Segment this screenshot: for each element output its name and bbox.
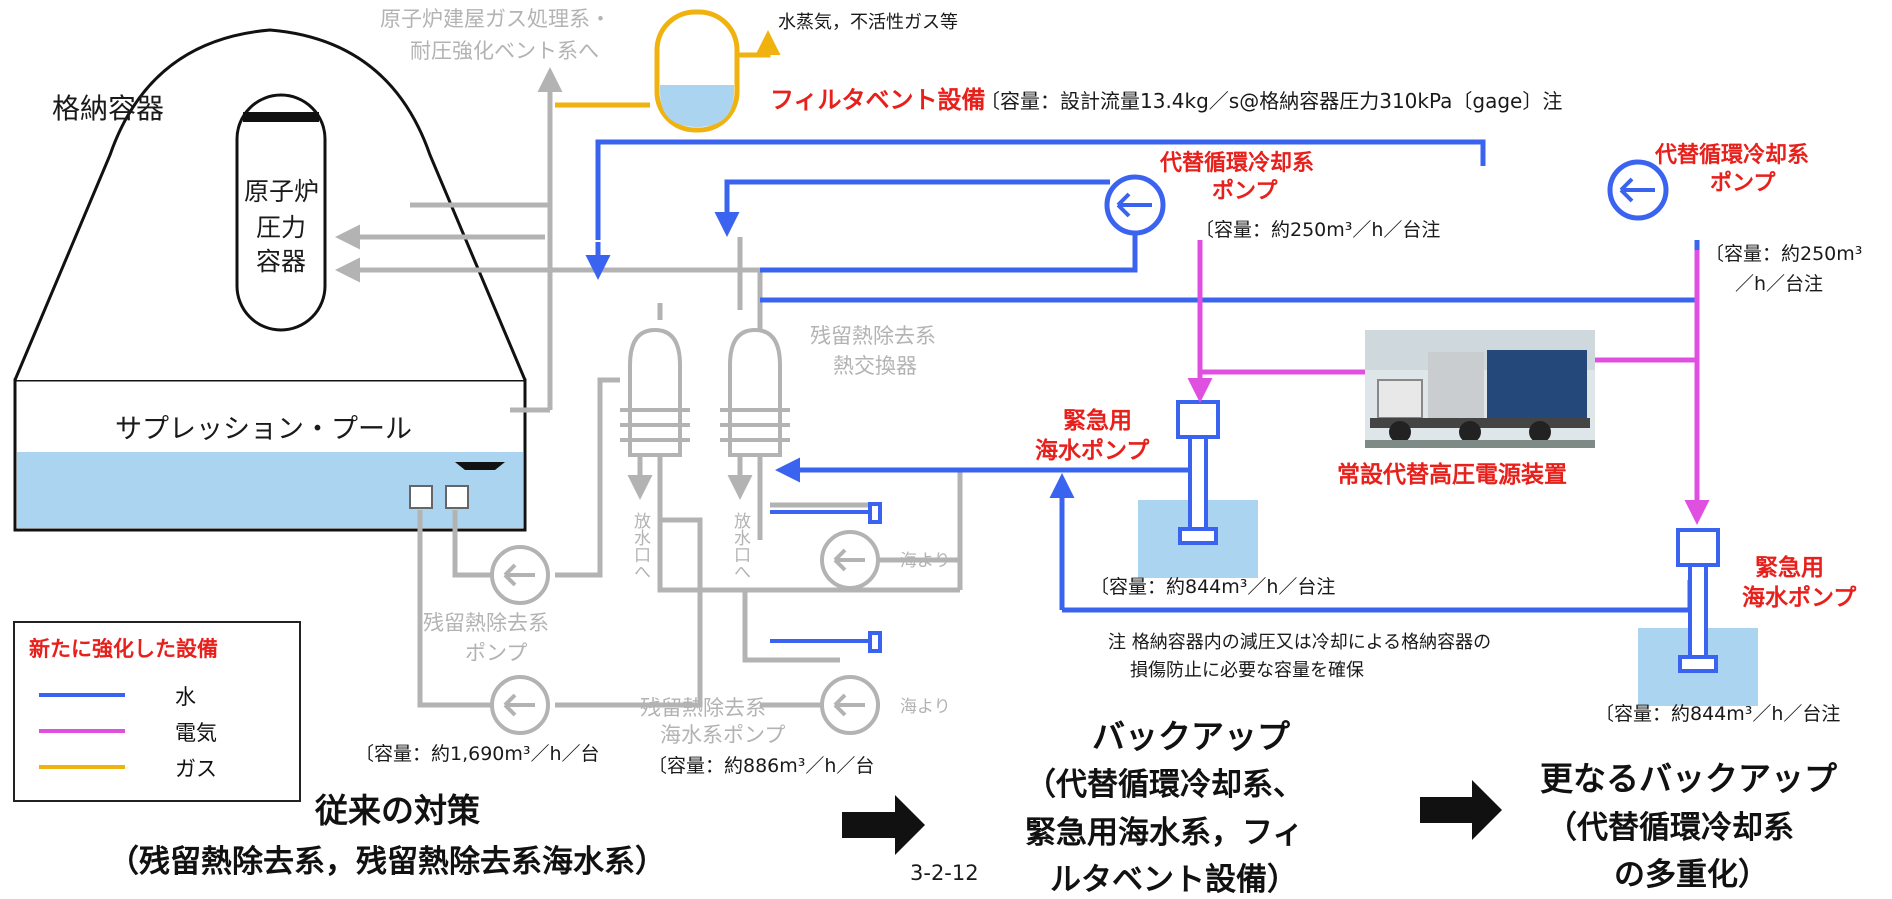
discharge-label: 放水口へ	[630, 512, 651, 580]
bldg-gas-label-1: 原子炉建屋ガス処理系・	[380, 7, 611, 31]
conventional-title: 従来の対策	[314, 791, 480, 830]
backup-line-2: （代替循環冷却系、	[1025, 767, 1304, 803]
alt-pump-2-label-1: 代替循環冷却系	[1654, 142, 1809, 168]
legend-label-electric: 電気	[175, 721, 217, 745]
emg-pump-2-label-1: 緊急用	[1755, 554, 1824, 581]
reactor-pressure-vessel	[235, 93, 327, 332]
arrow-right-icon	[842, 795, 925, 855]
legend-label-gas: ガス	[175, 757, 217, 781]
legend-swatch-gas	[39, 765, 125, 769]
legend: 新たに強化した設備 水 電気 ガス	[13, 621, 301, 802]
rhr-pump-capacity: 〔容量：約1,690m³／h／台	[355, 743, 600, 765]
rhr-sw-pump-capacity: 〔容量：約886m³／h／台	[648, 755, 874, 777]
rhr-pump-label-2: ポンプ	[465, 641, 527, 665]
emg-pump-1-label-2: 海水ポンプ	[1035, 437, 1150, 464]
filter-vent-label: フィルタベント設備	[770, 86, 986, 114]
rhr-sw-pump-label-2: 海水系ポンプ	[660, 723, 785, 747]
note-line-1: 注 格納容器内の減圧又は冷却による格納容器の	[1108, 632, 1491, 653]
emg-pump-2-capacity: 〔容量：約844m³／h／台注	[1595, 703, 1840, 725]
arrow-right-icon	[1420, 780, 1502, 840]
rhr-pump-icon	[490, 545, 550, 735]
page-number: 3-2-12	[910, 861, 979, 885]
legend-swatch-water	[39, 693, 125, 697]
further-backup-title: 更なるバックアップ	[1540, 759, 1838, 798]
note-line-2: 損傷防止に必要な容量を確保	[1130, 660, 1364, 681]
containment-vessel	[13, 28, 527, 532]
power-supply-truck-image	[1365, 330, 1595, 448]
reactor-label-3: 容器	[256, 247, 306, 276]
emergency-seawater-pump-1-icon	[1138, 400, 1258, 578]
alt-pump-1-capacity: 〔容量：約250m³／h／台注	[1195, 219, 1440, 241]
reactor-label-1: 原子炉	[244, 177, 319, 206]
alt-circulation-pump-1-icon	[1104, 174, 1166, 236]
emergency-seawater-pump-2-icon	[1638, 528, 1758, 706]
rhr-seawater-pump-icon	[820, 530, 880, 735]
backup-line-3: 緊急用海水系，フィ	[1025, 815, 1303, 851]
further-backup-line-3: の多重化）	[1614, 857, 1769, 893]
backup-title: バックアップ	[1092, 717, 1291, 756]
rhr-hx-label-1: 残留熱除去系	[810, 324, 936, 348]
backup-line-4: ルタベント設備）	[1050, 862, 1298, 898]
containment-label: 格納容器	[52, 92, 164, 125]
rhr-hx-label-2: 熱交換器	[833, 354, 917, 378]
suppression-pool-label: サプレッション・プール	[115, 414, 412, 445]
further-backup-line-2: （代替循環冷却系	[1546, 810, 1794, 846]
legend-label-water: 水	[175, 685, 196, 709]
emg-pump-2-label-2: 海水ポンプ	[1742, 584, 1857, 611]
legend-item-gas: ガス	[39, 753, 289, 781]
alt-pump-2-capacity-1: 〔容量：約250m³	[1705, 243, 1862, 265]
from-sea-label: 海より	[900, 697, 951, 717]
legend-swatch-electric	[39, 729, 125, 733]
rhr-pump-label-1: 残留熱除去系	[423, 611, 549, 635]
filter-vent	[555, 9, 781, 133]
emg-pump-1-label-1: 緊急用	[1063, 407, 1132, 434]
power-unit-label: 常設代替高圧電源装置	[1337, 461, 1567, 488]
suppression-pool-water	[17, 452, 523, 528]
legend-item-water: 水	[39, 681, 289, 709]
conventional-subtitle: （残留熱除去系，残留熱除去系海水系）	[108, 844, 666, 880]
electric-lines	[1187, 240, 1710, 525]
alt-pump-1-label-2: ポンプ	[1212, 178, 1278, 204]
legend-item-electric: 電気	[39, 717, 289, 745]
alt-pump-2-capacity-2: ／h／台注	[1735, 273, 1823, 295]
alt-circulation-pump-2-icon	[1607, 159, 1669, 221]
bldg-gas-label-2: 耐圧強化ベント系へ	[410, 39, 599, 63]
alt-pump-1-label-1: 代替循環冷却系	[1159, 150, 1314, 176]
reactor-label-2: 圧力	[256, 213, 306, 242]
emg-pump-1-capacity: 〔容量：約844m³／h／台注	[1090, 576, 1335, 598]
filter-vent-capacity: 〔容量：設計流量13.4kg／s@格納容器圧力310kPa〔gage〕注	[980, 89, 1562, 113]
from-sea-label: 海より	[900, 551, 951, 571]
sea-inlet-icons	[770, 502, 882, 653]
discharge-label: 放水口へ	[730, 512, 751, 580]
steam-gas-label: 水蒸気，不活性ガス等	[778, 12, 958, 33]
rhr-sw-pump-label-1: 残留熱除去系	[640, 696, 766, 720]
rhr-heat-exchangers	[620, 327, 790, 457]
legend-title: 新たに強化した設備	[29, 637, 218, 661]
alt-pump-2-label-2: ポンプ	[1710, 170, 1776, 196]
